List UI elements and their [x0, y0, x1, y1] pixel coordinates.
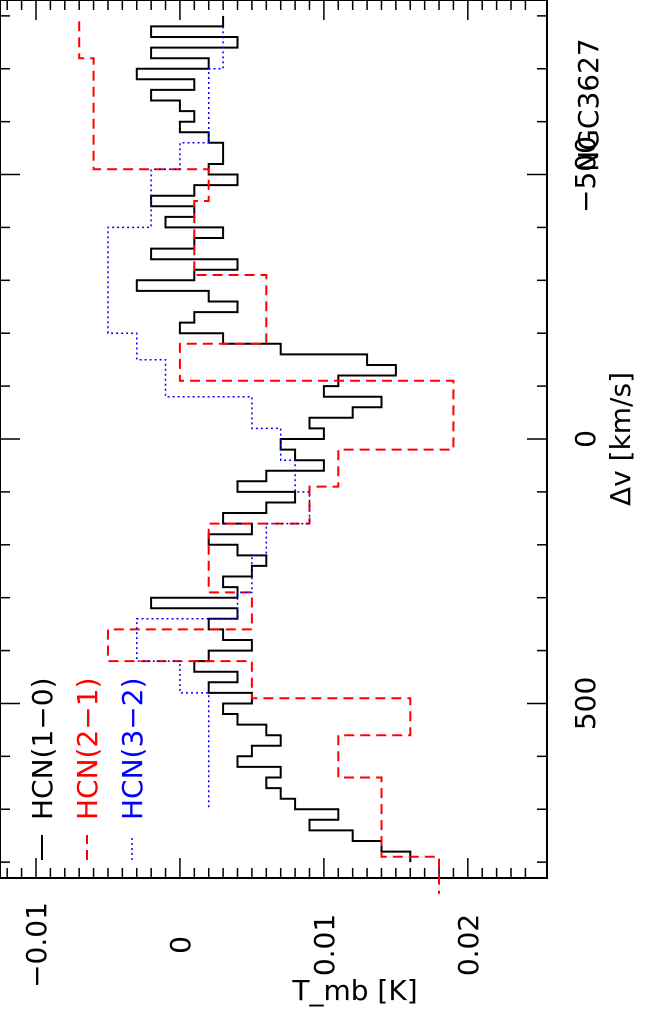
y-tick-label-text: −0.01 [20, 902, 53, 988]
y-axis-title: T_mb [K] [291, 974, 417, 1007]
x-tick-label: 500 [569, 677, 602, 730]
legend: HCN(1−0) HCN(2−1) HCN(3−2) [26, 678, 149, 860]
y-axis-label: T_mb [K] [291, 974, 417, 1007]
x-tick-label: 0 [569, 430, 602, 448]
y-tick-label-text: 0 [164, 936, 197, 954]
legend-entry: HCN(3−2) [116, 678, 149, 821]
y-tick-label: 0.02 [452, 914, 485, 976]
axis-ticks [0, 0, 547, 878]
x-axis-label: Δv [km/s] [604, 372, 637, 506]
x-tick-label-text: 0 [569, 430, 602, 448]
y-tick-label: 0.01 [308, 914, 341, 976]
series-line [107, 26, 311, 810]
x-tick-label: −500 [569, 136, 602, 213]
y-tick-label: −0.01 [20, 902, 53, 988]
y-tick-label: 0 [164, 936, 197, 954]
x-tick-label-text: −500 [569, 136, 602, 213]
series-layer [78, 15, 455, 894]
annotation: NGC3627 [572, 38, 605, 171]
legend-entry: HCN(1−0) [26, 678, 59, 821]
legend-label: HCN(1−0) [26, 678, 59, 821]
series-line [78, 21, 455, 894]
y-tick-labels: 0.02 0.01 0 −0.01 [20, 902, 485, 988]
legend-label: HCN(3−2) [116, 678, 149, 821]
x-tick-label-text: 500 [569, 677, 602, 730]
x-axis-title: Δv [km/s] [604, 372, 637, 506]
x-tick-labels: −500 0 500 [569, 136, 602, 730]
y-tick-label-text: 0.01 [308, 914, 341, 976]
y-tick-label-text: 0.02 [452, 914, 485, 976]
legend-entry: HCN(2−1) [71, 678, 104, 821]
legend-label: HCN(2−1) [71, 678, 104, 821]
annotation-label: NGC3627 [572, 38, 605, 171]
